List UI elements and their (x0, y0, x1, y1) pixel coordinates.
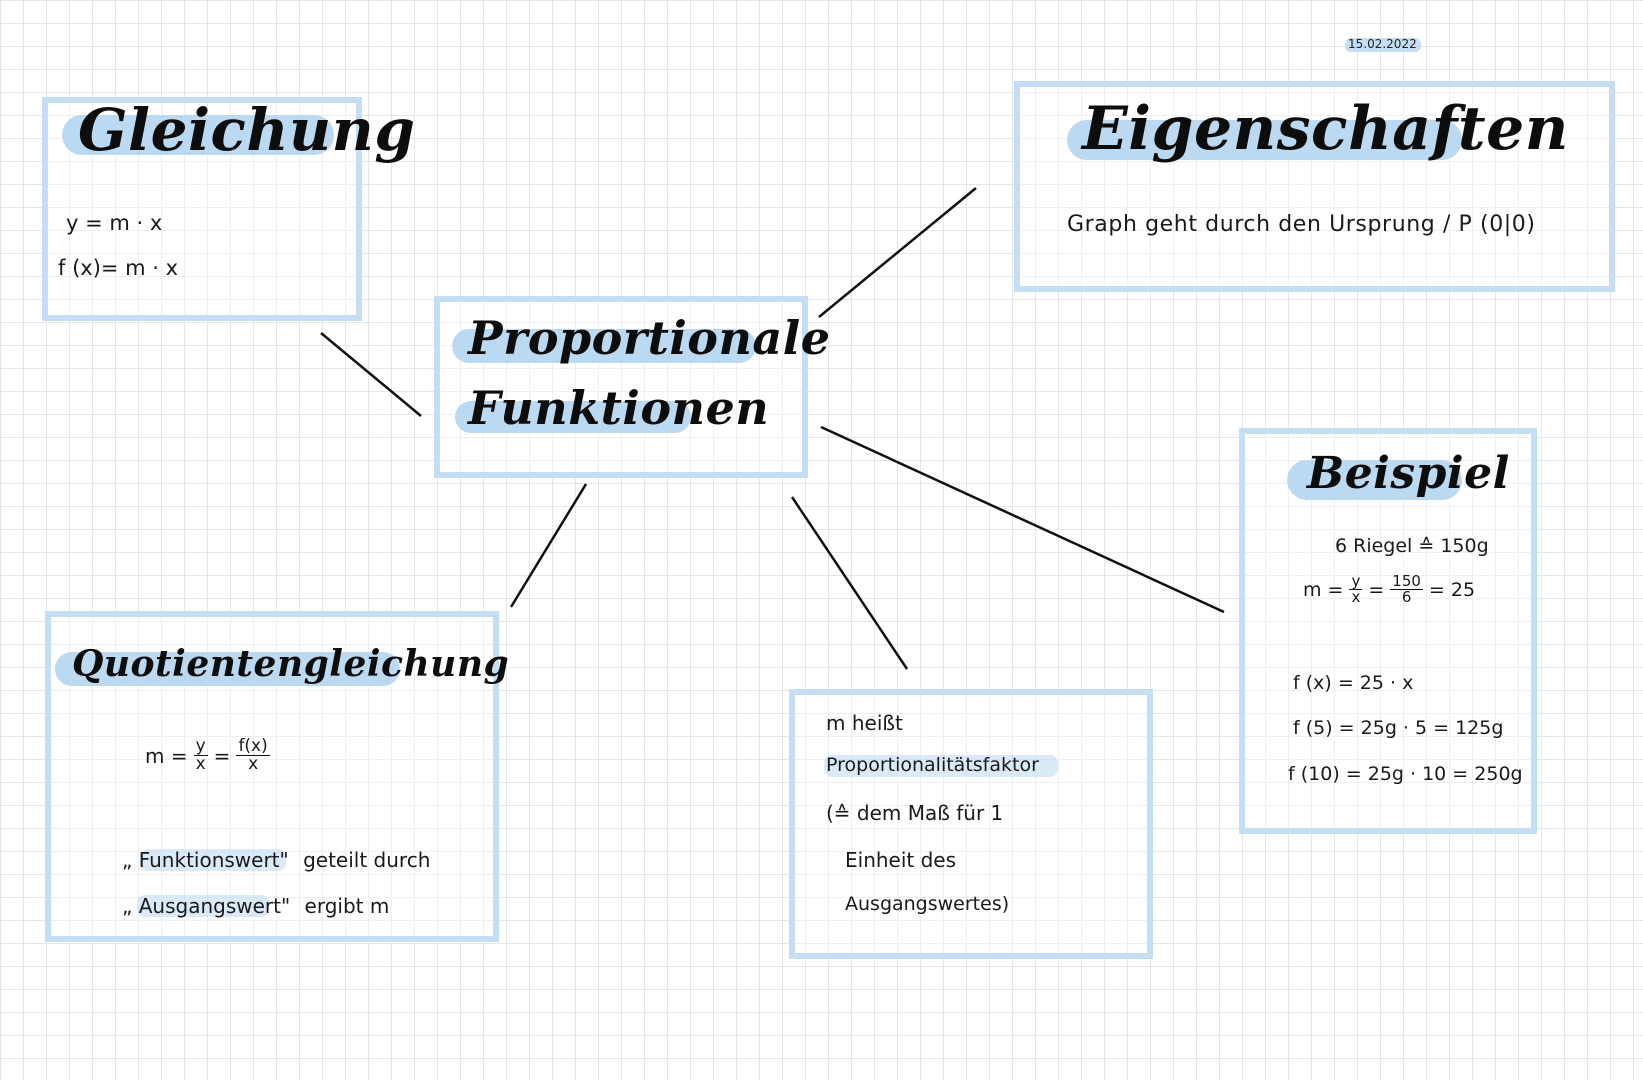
beispiel-frac2-den: 6 (1401, 588, 1412, 606)
quotient-frac2: f(x) x (236, 736, 270, 774)
beispiel-m-formula: m = y x = 150 6 = 25 (1303, 574, 1475, 605)
beispiel-line1: 6 Riegel ≙ 150g (1335, 535, 1489, 557)
quotient-title-highlight (55, 652, 400, 686)
faktor-line3: (≙ dem Maß für 1 (826, 801, 1004, 825)
connector-faktor (790, 496, 909, 670)
eigenschaften-title-highlight (1067, 120, 1462, 160)
faktor-line4: Einheit des (845, 848, 957, 872)
quotient-m-formula: m = y x = f(x) x (145, 738, 270, 773)
gleichung-title-highlight (62, 115, 334, 155)
eigenschaften-title: Eigenschaften (1082, 94, 1569, 164)
date-label: 15.02.2022 (1348, 37, 1417, 51)
faktor-line1: m heißt (826, 711, 903, 735)
gleichung-eq1: y = m · x (66, 211, 163, 235)
connector-beispiel (820, 425, 1225, 614)
quotient-frac1: y x (193, 736, 208, 774)
faktor-box (789, 689, 1153, 959)
quotient-equals: = (213, 743, 231, 768)
quotient-frac2-den: x (248, 754, 259, 774)
beispiel-frac1-den: x (1351, 588, 1361, 606)
quotient-frac1-den: x (195, 754, 206, 774)
quotient-line2-a: „ Ausgangswert" (122, 894, 291, 918)
quotient-line2: „ Ausgangswert" ergibt m (122, 894, 389, 918)
connector-gleichung (320, 332, 422, 417)
quotient-line2-highlight (137, 895, 269, 917)
quotient-line1-highlight (140, 849, 286, 871)
beispiel-frac2-num: 150 (1390, 572, 1423, 590)
quotient-frac1-num: y (193, 736, 208, 756)
eigenschaften-box (1014, 81, 1615, 292)
beispiel-m-label: m = (1303, 578, 1344, 601)
beispiel-frac2: 150 6 (1390, 574, 1423, 605)
center-line2-highlight (455, 401, 691, 433)
faktor-line2-highlight (824, 755, 1058, 777)
beispiel-m-result: = 25 (1428, 578, 1476, 601)
center-box (434, 296, 808, 478)
faktor-line5: Ausgangswertes) (845, 893, 1010, 915)
beispiel-frac1-num: y (1349, 572, 1363, 590)
eigenschaften-text: Graph geht durch den Ursprung / P (0|0) (1067, 212, 1536, 237)
beispiel-f2: f (5) = 25g · 5 = 125g (1293, 717, 1504, 739)
beispiel-f3: f (10) = 25g · 10 = 250g (1288, 763, 1523, 785)
quotient-line1-b: geteilt durch (303, 848, 431, 872)
beispiel-title: Beispiel (1307, 448, 1510, 499)
connector-quotient (509, 483, 588, 608)
date-highlight (1345, 38, 1421, 52)
beispiel-f1: f (x) = 25 · x (1293, 672, 1414, 694)
beispiel-equals: = (1368, 578, 1385, 601)
center-line1-highlight (452, 329, 756, 363)
quotient-title: Quotientengleichung (72, 643, 510, 685)
center-title-line1: Proportionale (468, 311, 831, 365)
quotient-m-label: m = (145, 743, 188, 768)
quotient-line1-a: „ Funktionswert" (122, 848, 289, 872)
quotient-frac2-num: f(x) (236, 736, 270, 756)
quotient-line1: „ Funktionswert" geteilt durch (122, 848, 430, 872)
beispiel-title-highlight (1287, 460, 1462, 500)
gleichung-eq2: f (x)= m · x (58, 256, 179, 280)
faktor-line2: Proportionalitätsfaktor (826, 754, 1039, 776)
quotient-line2-b: ergibt m (304, 894, 390, 918)
gleichung-title: Gleichung (78, 96, 416, 164)
beispiel-frac1: y x (1349, 572, 1363, 606)
connector-eigenschaften (818, 187, 977, 318)
center-title-line2: Funktionen (468, 381, 770, 435)
